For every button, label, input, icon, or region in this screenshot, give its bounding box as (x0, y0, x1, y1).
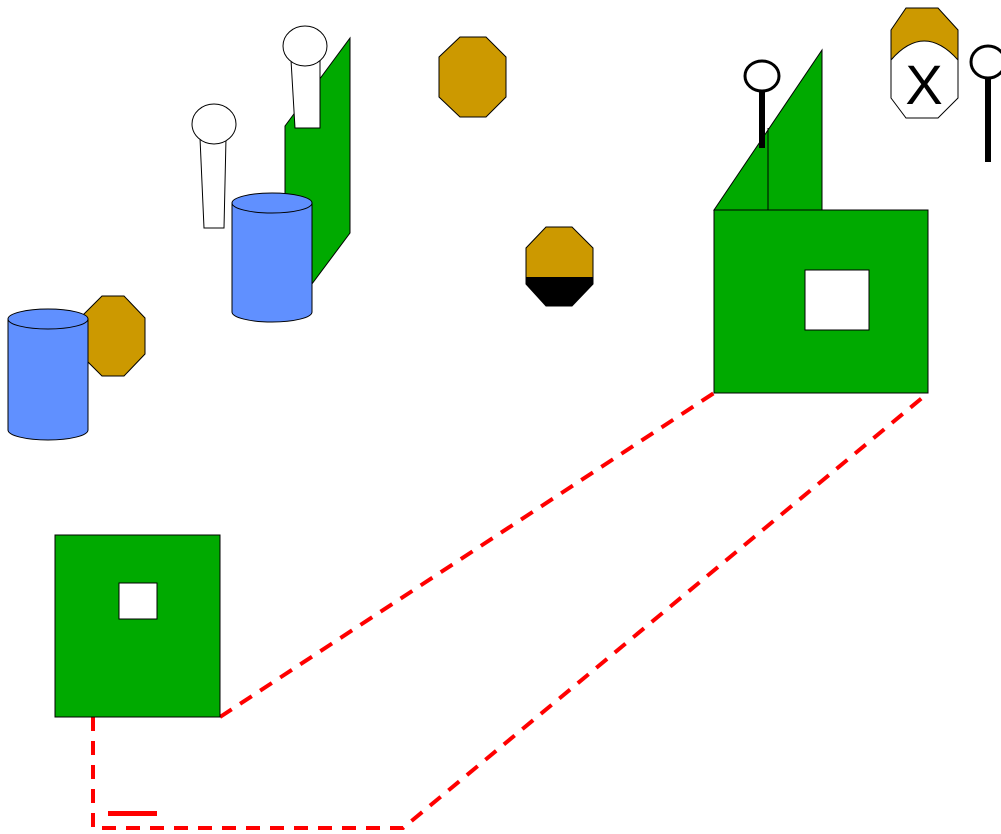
red-dash-marker-icon (108, 811, 157, 816)
x-sign-label: X (905, 53, 942, 116)
octagon-sign-icon (79, 295, 146, 377)
dashed-path-icon (91, 391, 930, 830)
pin-marker-icon (743, 59, 781, 148)
window-opening (804, 269, 870, 331)
half-black-octagon-icon (525, 226, 594, 307)
route-outer-line (91, 391, 930, 830)
window-opening (118, 582, 158, 620)
pin-marker-icon (969, 44, 1001, 162)
white-post-icon (282, 25, 328, 129)
blue-barrel-icon (231, 192, 313, 323)
wall-with-window-icon (54, 534, 221, 718)
blue-barrel-icon (7, 308, 89, 441)
octagon-sign-icon (438, 36, 507, 118)
white-post-icon (191, 103, 237, 229)
wall-with-window-icon (713, 209, 929, 394)
x-octagon-icon: X (890, 40, 959, 119)
route-inner-line (218, 391, 716, 719)
